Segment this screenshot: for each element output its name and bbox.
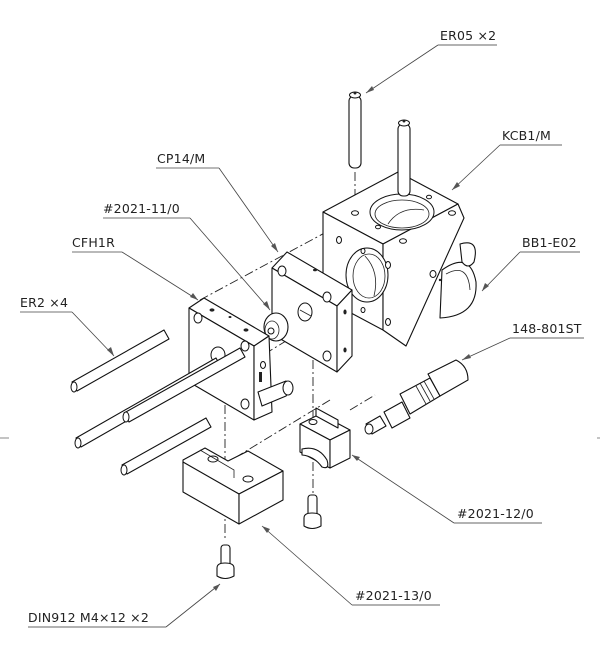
clamp-2021-12: [299, 407, 351, 469]
micrometer-148-801st: [364, 359, 469, 435]
label-2021-11: #2021-11/0: [103, 201, 180, 216]
callout-cp14m: CP14/M: [156, 151, 279, 253]
label-cfh1r: CFH1R: [72, 235, 115, 250]
label-er05: ER05 ×2: [440, 28, 496, 43]
callout-148-801st: 148-801ST: [461, 321, 584, 361]
callout-2021-12: #2021-12/0: [351, 454, 542, 524]
callout-kcb1m: KCB1/M: [451, 128, 562, 191]
label-din912: DIN912 M4×12 ×2: [28, 610, 149, 625]
label-er2: ER2 ×4: [20, 295, 68, 310]
er05-rods: [348, 91, 411, 197]
adapter-2021-11: [263, 312, 289, 342]
label-2021-12: #2021-12/0: [457, 506, 534, 521]
label-148-801st: 148-801ST: [512, 321, 582, 336]
base-block-2021-13: [182, 447, 284, 525]
label-cp14m: CP14/M: [157, 151, 205, 166]
label-bb1e02: BB1-E02: [522, 235, 577, 250]
er2-rods: [70, 329, 246, 476]
cp14m-plate: [271, 251, 353, 373]
callout-2021-13: #2021-13/0: [261, 525, 440, 606]
bb1-e02-mirror: [439, 242, 477, 319]
callout-er2: ER2 ×4: [20, 295, 115, 357]
callout-er05: ER05 ×2: [365, 28, 497, 94]
callout-2021-11: #2021-11/0: [103, 201, 271, 311]
din912-screws: [216, 494, 322, 580]
label-kcb1m: KCB1/M: [502, 128, 551, 143]
callout-bb1e02: BB1-E02: [481, 235, 580, 292]
label-2021-13: #2021-13/0: [355, 588, 432, 603]
callout-cfh1r: CFH1R: [72, 235, 199, 301]
callout-din912: DIN912 M4×12 ×2: [28, 583, 221, 628]
